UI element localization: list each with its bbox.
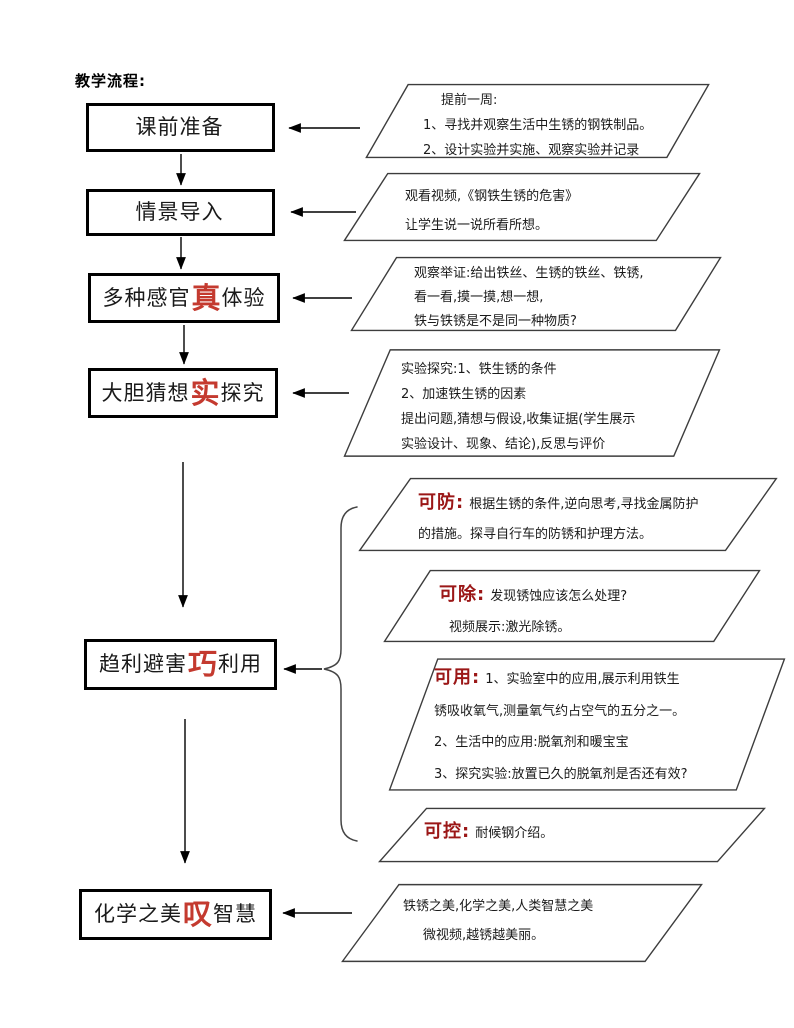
box-label-accent: 实 bbox=[190, 375, 220, 410]
note-line: 可防: 根据生锈的条件,逆向思考,寻找金属防护 bbox=[418, 488, 770, 520]
note-line-text: 耐候钢介绍。 bbox=[475, 826, 554, 841]
box-label: 体验 bbox=[221, 285, 266, 310]
note-line: 2、加速铁生锈的因素 bbox=[401, 387, 527, 402]
box-bold-conjecture-inquiry: 大胆猜想实探究 bbox=[88, 368, 278, 418]
note-preventable: 可防: 根据生锈的条件,逆向思考,寻找金属防护 的措施。探寻自行车的防锈和护理方法… bbox=[358, 478, 778, 551]
box-chemistry-beauty-wisdom: 化学之美叹智慧 bbox=[79, 889, 272, 940]
note-line: 观看视频,《钢铁生锈的危害》 bbox=[405, 189, 579, 204]
note-line: 可除: 发现锈蚀应该怎么处理? bbox=[439, 579, 753, 612]
note-line: 锈吸收氧气,测量氧气约占空气的五分之一。 bbox=[434, 703, 686, 719]
box-multi-sensory-experience: 多种感官真体验 bbox=[88, 273, 280, 323]
parallelogram-shape bbox=[358, 478, 778, 551]
note-line: 看一看,摸一摸,想一想, bbox=[414, 290, 544, 305]
parallelogram-shape bbox=[383, 570, 761, 642]
note-line: 提出问题,猜想与假设,收集证据(学生展示 bbox=[401, 412, 636, 427]
box-label: 趋利避害 bbox=[98, 652, 187, 676]
note-keyword: 可用: bbox=[434, 667, 481, 688]
note-beauty-of-rust: 铁锈之美,化学之美,人类智慧之美 微视频,越锈越美丽。 bbox=[341, 884, 703, 962]
note-line: 实验设计、现象、结论),反思与评价 bbox=[401, 437, 606, 452]
note-advance-week: 提前一周: 1、寻找并观察生活中生锈的钢铁制品。 2、设计实验并实施、观察实验并… bbox=[365, 84, 710, 158]
box-label: 大胆猜想 bbox=[101, 380, 190, 405]
parallelogram-shape bbox=[341, 884, 703, 962]
box-label-accent: 真 bbox=[191, 280, 221, 315]
box-label: 探究 bbox=[220, 380, 265, 405]
note-usable: 可用: 1、实验室中的应用,展示利用铁生 锈吸收氧气,测量氧气约占空气的五分之一。… bbox=[388, 658, 786, 791]
box-scenario-introduction: 情景导入 bbox=[86, 189, 275, 236]
note-line: 2、生活中的应用:脱氧剂和暖宝宝 bbox=[434, 735, 629, 750]
note-line: 提前一周: bbox=[441, 93, 498, 108]
note-line-text: 根据生锈的条件,逆向思考,寻找金属防护 bbox=[469, 497, 699, 512]
parallelogram-shape bbox=[350, 257, 722, 331]
note-keyword: 可防: bbox=[418, 492, 465, 513]
parallelogram-shape bbox=[388, 658, 786, 791]
note-line-text: 发现锈蚀应该怎么处理? bbox=[490, 589, 628, 604]
box-label: 课前准备 bbox=[135, 115, 224, 139]
note-line-text: 1、实验室中的应用,展示利用铁生 bbox=[485, 672, 680, 687]
parallelogram-shape bbox=[365, 84, 710, 158]
note-line: 让学生说一说所看所想。 bbox=[405, 218, 549, 233]
note-removable: 可除: 发现锈蚀应该怎么处理? 视频展示:激光除锈。 bbox=[383, 570, 761, 642]
note-line: 2、设计实验并实施、观察实验并记录 bbox=[423, 143, 640, 158]
box-label-accent: 巧 bbox=[187, 647, 217, 681]
note-line: 微视频,越锈越美丽。 bbox=[423, 928, 545, 943]
box-label-accent: 叹 bbox=[182, 897, 212, 931]
box-label: 多种感官 bbox=[102, 285, 191, 310]
note-line: 可用: 1、实验室中的应用,展示利用铁生 bbox=[434, 662, 778, 696]
box-label: 情景导入 bbox=[135, 200, 224, 224]
note-line: 1、寻找并观察生活中生锈的钢铁制品。 bbox=[423, 118, 653, 133]
parallelogram-shape bbox=[343, 173, 701, 241]
note-line: 可控: 耐候钢介绍。 bbox=[424, 819, 758, 847]
page-title: 教学流程: bbox=[75, 72, 146, 90]
note-line: 铁锈之美,化学之美,人类智慧之美 bbox=[403, 899, 594, 914]
box-label: 利用 bbox=[218, 652, 262, 676]
note-observe-evidence: 观察举证:给出铁丝、生锈的铁丝、铁锈, 看一看,摸一摸,想一想, 铁与铁锈是不是… bbox=[350, 257, 722, 331]
note-line: 实验探究:1、铁生锈的条件 bbox=[401, 362, 557, 377]
note-line: 的措施。探寻自行车的防锈和护理方法。 bbox=[418, 527, 653, 542]
box-label: 智慧 bbox=[213, 902, 257, 926]
note-line: 观察举证:给出铁丝、生锈的铁丝、铁锈, bbox=[414, 266, 644, 281]
note-keyword: 可控: bbox=[424, 821, 471, 842]
note-line: 3、探究实验:放置已久的脱氧剂是否还有效? bbox=[434, 766, 688, 782]
note-line: 铁与铁锈是不是同一种物质? bbox=[414, 314, 577, 329]
note-line: 视频展示:激光除锈。 bbox=[449, 620, 571, 635]
parallelogram-shape bbox=[378, 808, 766, 862]
curly-brace bbox=[323, 506, 358, 842]
note-keyword: 可除: bbox=[439, 584, 486, 605]
box-pre-class-preparation: 课前准备 bbox=[86, 103, 275, 152]
box-smart-utilization: 趋利避害巧利用 bbox=[84, 639, 277, 690]
note-experiment-inquiry: 实验探究:1、铁生锈的条件 2、加速铁生锈的因素 提出问题,猜想与假设,收集证据… bbox=[343, 349, 721, 457]
note-controllable: 可控: 耐候钢介绍。 bbox=[378, 808, 766, 862]
box-label: 化学之美 bbox=[93, 902, 182, 926]
parallelogram-shape bbox=[343, 349, 721, 457]
note-watch-video: 观看视频,《钢铁生锈的危害》 让学生说一说所看所想。 bbox=[343, 173, 701, 241]
